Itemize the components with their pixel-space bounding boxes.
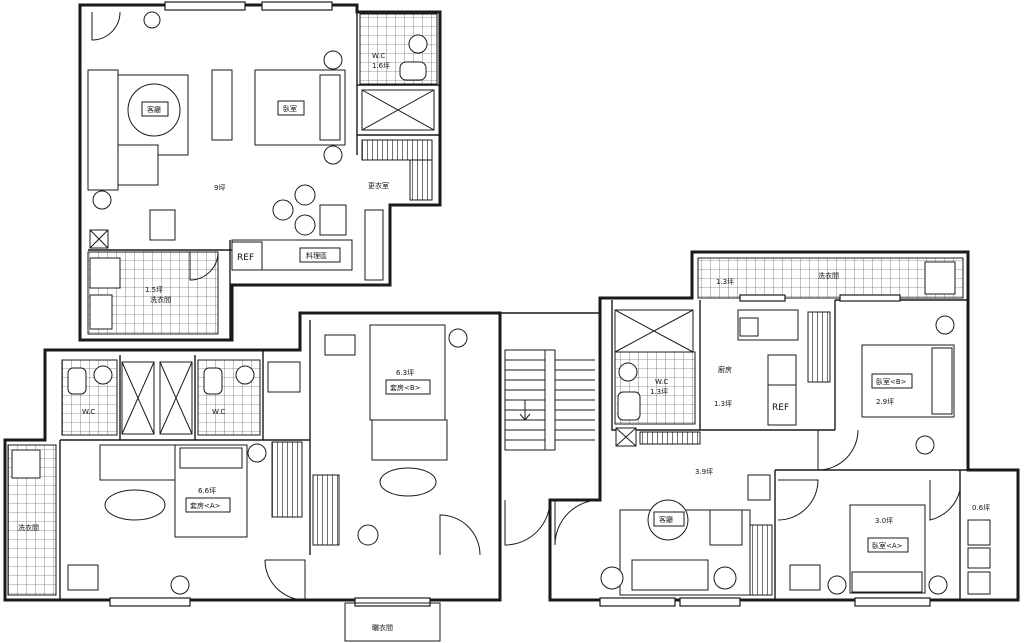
- laundry-left-label: 洗衣間: [18, 523, 39, 532]
- storage-area: 0.6坪: [972, 504, 990, 512]
- right-unit: 1.3坪 洗衣間 W.C 1.3坪 REF 廚房 1.3坪 臥室<B> 2.9坪…: [548, 250, 1020, 607]
- bedroom-top-label: 臥室: [283, 104, 297, 113]
- ref-top-label: REF: [237, 253, 254, 263]
- suite-a-area: 6.6坪: [198, 487, 216, 495]
- laundry-top-label: 洗衣間: [150, 295, 171, 304]
- bottom-left-unit: 曬衣間 洗衣間 W.C W.C 6.6坪 套房<A>: [3, 311, 502, 642]
- kitchen-top-label: 料理區: [306, 251, 327, 260]
- wc-left-label: W.C: [82, 408, 95, 416]
- kitchen-right-label: 廚房: [718, 365, 732, 374]
- closet-top-label: 更衣室: [368, 181, 389, 190]
- wc-top-label: W.C: [372, 52, 385, 60]
- living-top-label: 客廳: [147, 105, 161, 114]
- ref-right-label: REF: [772, 403, 789, 413]
- bedroom-a-area: 3.0坪: [875, 517, 893, 525]
- top-unit: W.C 1.6坪 更衣室 客廳 臥室 9坪 REF: [78, 1, 442, 342]
- laundry-top-area: 1.5坪: [145, 286, 163, 294]
- kitchen-right-area: 1.3坪: [714, 400, 732, 408]
- living-right-area: 3.9坪: [695, 468, 713, 476]
- wc-right-label: W.C: [655, 378, 668, 386]
- bedroom-a-label: 臥室<A>: [872, 541, 903, 550]
- area-top-label: 9坪: [214, 184, 225, 192]
- laundry-right-label: 洗衣間: [818, 271, 839, 280]
- laundry-right-area: 1.3坪: [716, 278, 734, 286]
- suite-a-label: 套房<A>: [190, 501, 221, 510]
- laundry-bottom-label: 曬衣間: [372, 623, 393, 632]
- bedroom-b-label: 臥室<B>: [876, 377, 907, 386]
- living-right-label: 客廳: [659, 515, 673, 524]
- bedroom-b-area: 2.9坪: [876, 398, 894, 406]
- suite-b-area: 6.3坪: [396, 369, 414, 377]
- wc-mid-label: W.C: [212, 408, 225, 416]
- wc-top-area: 1.6坪: [372, 62, 390, 70]
- suite-b-label: 套房<B>: [390, 383, 421, 392]
- wc-right-area: 1.3坪: [650, 388, 668, 396]
